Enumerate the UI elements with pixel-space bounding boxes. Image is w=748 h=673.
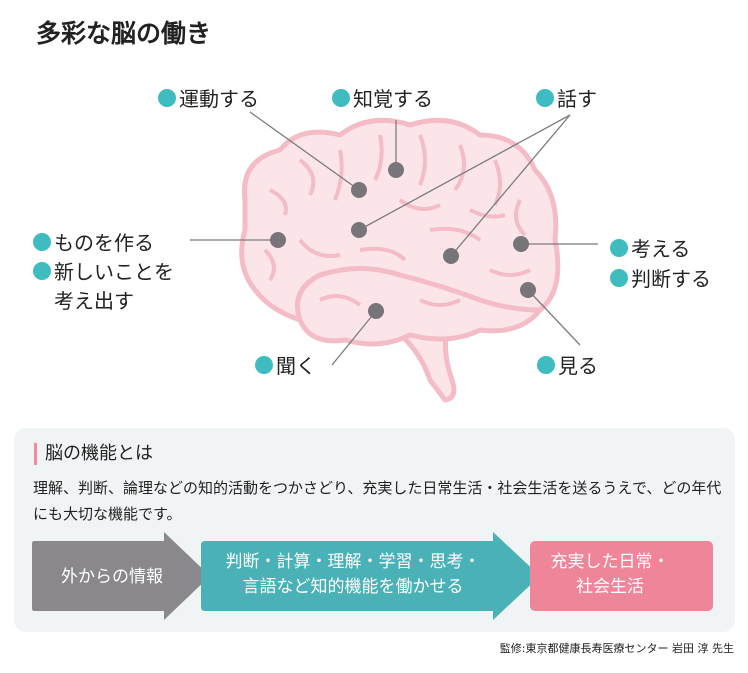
label-create: ものを作る [33, 227, 154, 256]
marker-speech-2 [443, 248, 459, 264]
label-create-new-cont: 考え出す [54, 285, 134, 314]
marker-motor [351, 182, 367, 198]
marker-think [513, 236, 529, 252]
label-think: 考える [610, 233, 690, 262]
label-perceive: 知覚する [332, 83, 433, 112]
flow-arrows [32, 532, 713, 620]
marker-perception [388, 162, 404, 178]
bullet-icon [33, 232, 51, 251]
cerebrum [239, 117, 561, 347]
label-text: 聞く [276, 354, 316, 378]
flow-step-3-shape [530, 541, 713, 611]
marker-create [270, 232, 286, 248]
label-text: 知覚する [353, 87, 433, 111]
label-create-new: 新しいことを [33, 256, 174, 285]
label-text: 話す [557, 87, 597, 111]
bullet-icon [33, 261, 51, 280]
flow-step-3-line2: 社会生活 [576, 577, 644, 597]
flow-step-3: 充実した日常・社会生活 [530, 550, 690, 600]
label-judge: 判断する [610, 263, 711, 292]
bullet-icon [332, 88, 350, 107]
bullet-icon [537, 355, 555, 374]
marker-speech-1 [351, 222, 367, 238]
brain-folds [263, 134, 531, 307]
bullet-icon [255, 355, 273, 374]
page-title: 多彩な脳の働き [36, 19, 212, 48]
bullet-icon [610, 238, 628, 257]
credit-text: 監修:東京都健康長寿医療センター 岩田 淳 先生 [499, 642, 734, 655]
bullet-icon [610, 268, 628, 287]
label-text: ものを作る [54, 231, 154, 255]
label-text: 見る [558, 354, 598, 378]
label-hear: 聞く [255, 350, 316, 379]
region-markers [270, 162, 536, 319]
flow-step-2-line2: 言語など知的機能を働かせる [242, 577, 464, 597]
label-text: 判断する [631, 267, 711, 291]
label-see: 見る [537, 350, 598, 379]
bullet-icon [536, 88, 554, 107]
label-speak: 話す [536, 83, 597, 112]
label-text: 新しいことを [54, 260, 174, 284]
flow-step-2: 判断・計算・理解・学習・思考・言語など知的機能を働かせる [203, 550, 503, 600]
label-move: 運動する [158, 83, 259, 112]
flow-step-2-line1: 判断・計算・理解・学習・思考・ [225, 552, 481, 572]
brain-illustration [239, 117, 561, 403]
marker-hear [368, 303, 384, 319]
flow-step-3-line1: 充実した日常・ [550, 552, 670, 572]
info-heading: 脳の機能とは [34, 443, 153, 465]
flow-step-2-shape [201, 532, 540, 620]
temporal-lobe [295, 266, 541, 321]
label-text: 考える [631, 237, 691, 261]
leader-lines [190, 111, 598, 366]
label-text: 考え出す [54, 289, 134, 313]
label-text: 運動する [179, 87, 259, 111]
bullet-icon [158, 88, 176, 107]
info-text: 理解、判断、論理などの知的活動をつかさどり、充実した日常生活・社会生活を送るうえ… [33, 479, 722, 523]
flow-step-1: 外からの情報 [61, 567, 163, 587]
marker-see [520, 282, 536, 298]
brain-diagram [190, 111, 598, 403]
flow-step-1-shape [32, 532, 210, 620]
